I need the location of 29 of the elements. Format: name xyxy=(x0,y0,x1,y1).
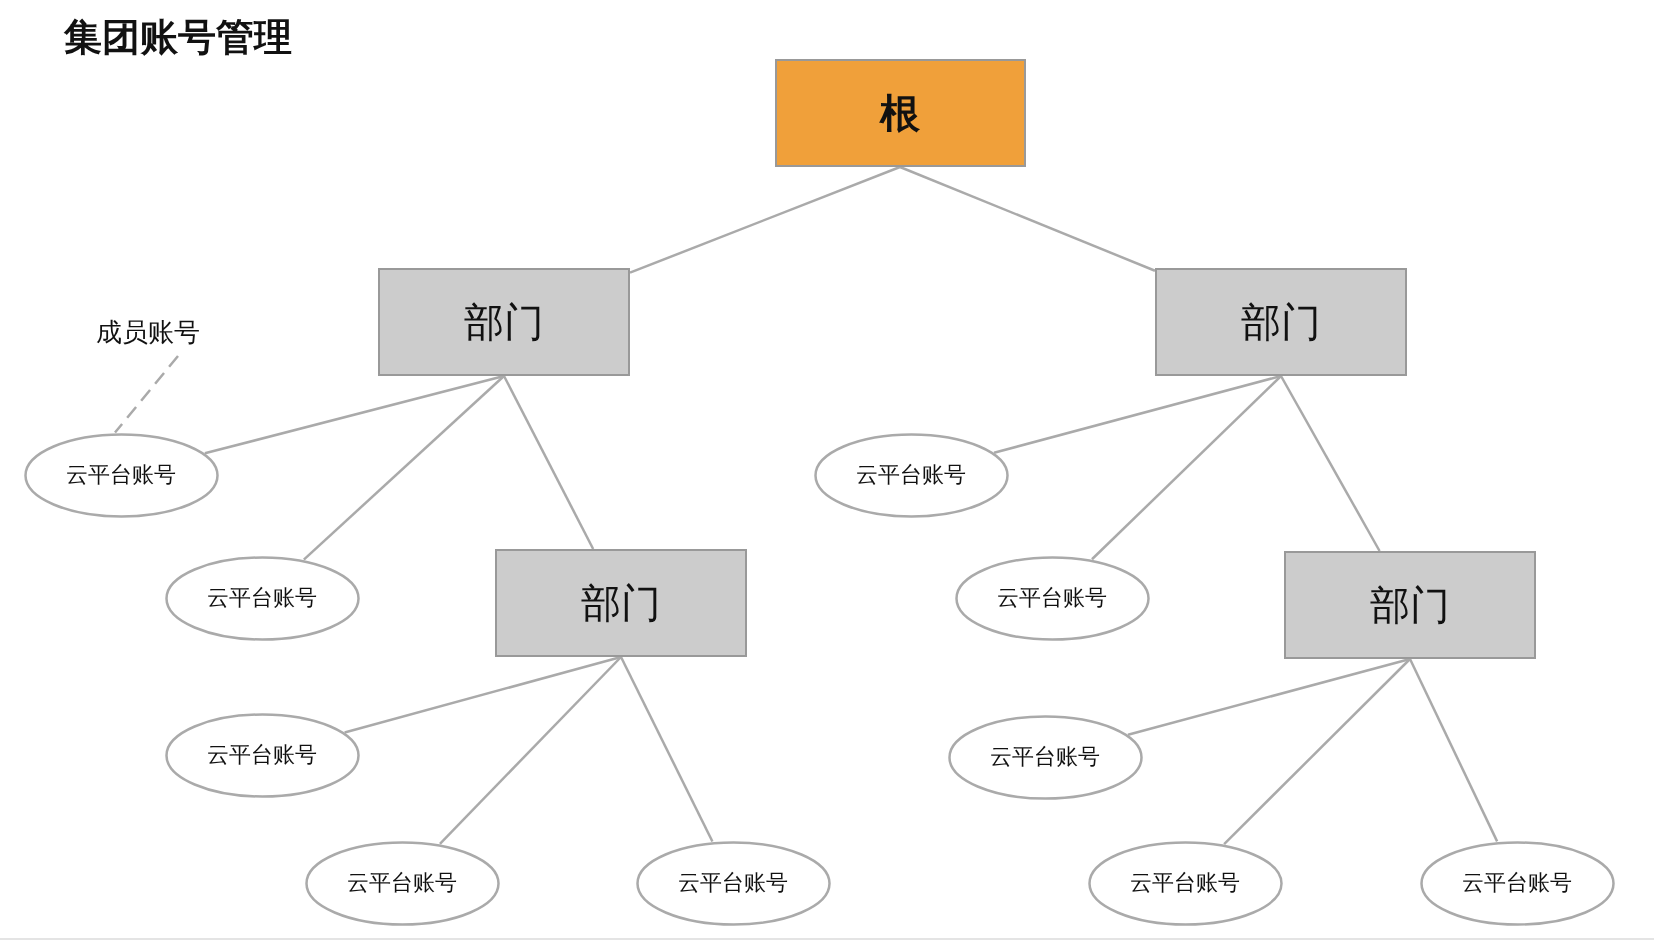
connector-line xyxy=(303,375,505,561)
department-box: 部门 xyxy=(1284,551,1536,659)
account-ellipse: 云平台账号 xyxy=(635,840,831,926)
account-ellipse: 云平台账号 xyxy=(954,555,1150,641)
account-ellipse: 云平台账号 xyxy=(164,712,360,798)
root-box: 根 xyxy=(774,59,1026,167)
account-ellipse: 云平台账号 xyxy=(947,714,1143,800)
connector-line xyxy=(1408,658,1499,842)
account-ellipse: 云平台账号 xyxy=(1419,840,1615,926)
connector-line xyxy=(1279,375,1381,552)
department-box: 部门 xyxy=(378,268,630,376)
title: 集团账号管理 xyxy=(64,14,292,61)
department-box: 部门 xyxy=(1155,268,1407,376)
connector-line xyxy=(1091,375,1282,561)
account-ellipse: 云平台账号 xyxy=(23,432,219,518)
account-ellipse: 云平台账号 xyxy=(813,432,1009,518)
connector-line xyxy=(439,656,622,845)
account-ellipse: 云平台账号 xyxy=(304,840,500,926)
callout-text: 成员账号 xyxy=(83,312,213,352)
connector-line xyxy=(344,655,622,734)
connector-line xyxy=(502,375,595,550)
connector-line xyxy=(619,656,714,842)
connector-line xyxy=(899,165,1156,272)
connector-line xyxy=(1223,658,1411,845)
leader-line xyxy=(114,355,179,434)
connector-line xyxy=(629,165,901,274)
account-ellipse: 云平台账号 xyxy=(1087,840,1283,926)
account-ellipse: 云平台账号 xyxy=(164,555,360,641)
department-box: 部门 xyxy=(495,549,747,657)
